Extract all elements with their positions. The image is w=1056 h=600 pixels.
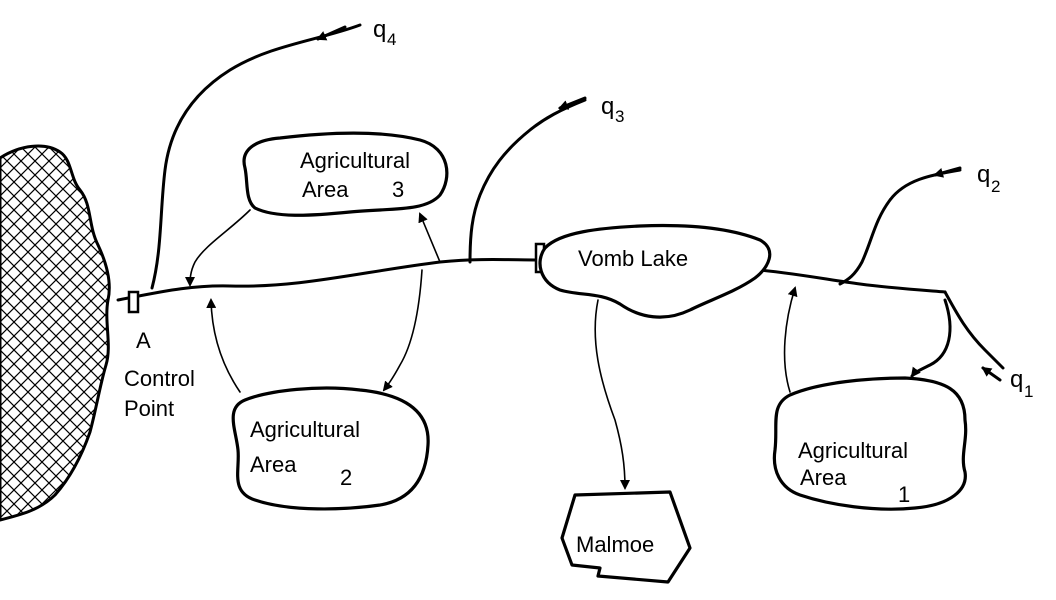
vomb-lake-label: Vomb Lake (578, 246, 688, 271)
agricultural-area-2 (231, 386, 430, 511)
main-river (116, 258, 542, 302)
area-1-label-line1: Agricultural (798, 438, 908, 463)
area-3-label-line1: Agricultural (300, 148, 410, 173)
agricultural-area-1 (772, 376, 968, 511)
inflow-q4-stream (150, 23, 362, 290)
area-3-label-line2: Area (302, 177, 349, 202)
malmoe-city (560, 490, 692, 584)
inflow-q3-subscript: 3 (615, 107, 624, 126)
inflow-q4-subscript: 4 (387, 30, 396, 49)
inflow-q1-label: q (1010, 366, 1023, 393)
area-2-number: 2 (340, 465, 352, 490)
area-3-number: 3 (392, 177, 404, 202)
area-2-label-line2: Area (250, 452, 297, 477)
area-2-label-line1: Agricultural (250, 417, 360, 442)
inflow-q1-subscript: 1 (1024, 382, 1033, 401)
diversion-to-area-1 (910, 298, 952, 378)
control-point-label-line2: Point (124, 396, 174, 421)
inflow-q3-stream (468, 98, 587, 264)
inflow-q1-stream (943, 290, 1005, 370)
return-flow-area-3 (185, 209, 251, 287)
sea-hatched-area (0, 144, 111, 522)
return-flow-area-1 (783, 286, 798, 393)
inflow-q2-label: q (977, 161, 990, 188)
return-flow-area-2 (206, 298, 241, 393)
area-1-label-line2: Area (800, 465, 847, 490)
inflow-q4-label: q (373, 16, 386, 43)
diversion-to-area-2 (382, 269, 423, 392)
inflow-q1-arrow (981, 366, 1002, 382)
vomb-lake (538, 223, 772, 319)
inflow-q2-stream (838, 168, 962, 286)
river-upstream (758, 268, 947, 294)
area-1-number: 1 (898, 482, 910, 507)
inflow-q3-arrow (558, 96, 587, 110)
control-point-gauge (127, 290, 140, 314)
inflow-q4-arrow (316, 25, 347, 41)
control-point-label-line1: Control (124, 366, 195, 391)
inflow-q3-label: q (601, 93, 614, 120)
malmoe-label: Malmoe (576, 532, 654, 557)
inflow-q2-arrow (933, 166, 962, 178)
agricultural-area-3 (242, 131, 449, 217)
supply-to-malmoe (594, 299, 630, 490)
inflow-q2-subscript: 2 (991, 177, 1000, 196)
diversion-to-area-3 (418, 212, 441, 263)
control-point-letter: A (136, 328, 151, 353)
